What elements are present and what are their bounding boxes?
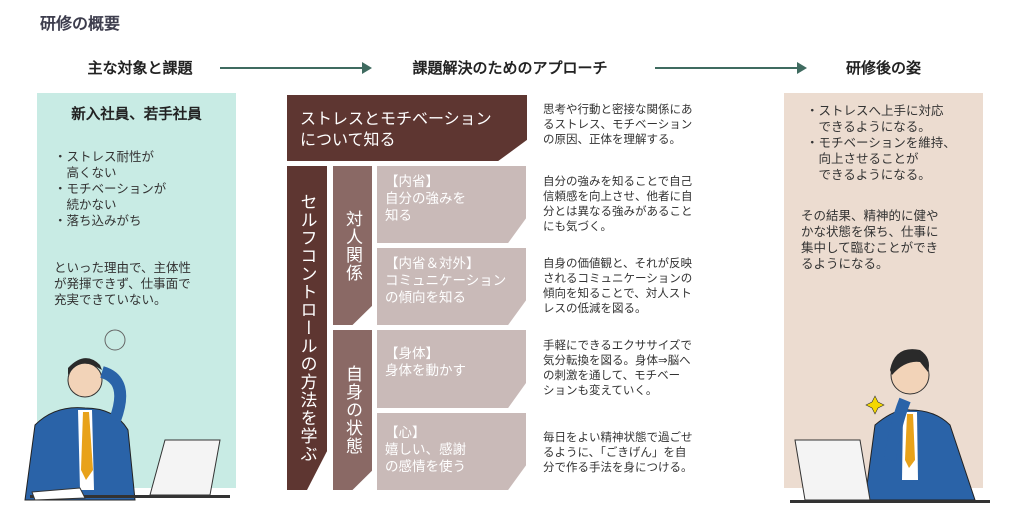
group-label: 自身の状態 bbox=[342, 365, 362, 455]
method-box: 【内省＆対外】 コミュニケーション の傾向を知る bbox=[377, 248, 526, 325]
method-label: 【内省＆対外】 コミュニケーション の傾向を知る bbox=[385, 256, 507, 306]
method-box: 【身体】 身体を動かす bbox=[377, 330, 526, 408]
method-description: 自分の強みを知ることで自己 信頼感を向上させ、他者に自 分とは異なる強みがあるこ… bbox=[543, 174, 693, 233]
method-description: 手軽にできるエクササイズで 気分転換を図る。身体⇒脳へ の刺激を通して、モチベー… bbox=[543, 338, 692, 397]
self-control-label: セルフコントロールの方法を学ぶ bbox=[296, 193, 317, 463]
page-title: 研修の概要 bbox=[40, 14, 121, 33]
group-interpersonal: 対人関係 bbox=[333, 166, 372, 325]
top-box-know-stress: ストレスとモチベーション について知る bbox=[287, 95, 527, 161]
stressed-worker-illustration bbox=[24, 329, 230, 501]
method-box: 【心】 嬉しい、感謝 の感情を使う bbox=[377, 413, 526, 490]
method-label: 【身体】 身体を動かす bbox=[385, 346, 466, 379]
method-description: 自身の価値観と、それが反映 されるコミュニケーションの 傾向を知ることで、対人ス… bbox=[543, 256, 693, 315]
group-label: 対人関係 bbox=[342, 209, 362, 282]
method-label: 【心】 嬉しい、感謝 の感情を使う bbox=[385, 425, 466, 475]
target-heading: 新入社員、若手社員 bbox=[71, 107, 202, 123]
self-control-bar: セルフコントロールの方法を学ぶ bbox=[287, 166, 327, 490]
top-box-label: ストレスとモチベーション について知る bbox=[300, 109, 492, 149]
sparkle-icon bbox=[865, 395, 885, 415]
method-box: 【内省】 自分の強みを 知る bbox=[377, 166, 526, 243]
target-summary: といった理由で、主体性 が発揮できず、仕事面で 充実できていない。 bbox=[54, 260, 192, 307]
group-self-state: 自身の状態 bbox=[333, 330, 372, 490]
method-label: 【内省】 自分の強みを 知る bbox=[385, 174, 466, 224]
after-bullets: ・ストレスへ上手に対応 できるようになる。 ・モチベーションを維持、 向上させる… bbox=[806, 103, 956, 182]
header-target: 主な対象と課題 bbox=[87, 59, 193, 77]
top-description: 思考や行動と密接な関係にあ るストレス、モチベーション の原因、正体を理解する。 bbox=[543, 102, 693, 146]
confident-worker-illustration bbox=[790, 349, 990, 503]
arrow-icon bbox=[655, 62, 807, 74]
method-description: 毎日をよい精神状態で過ごせ るように、「ごきげん」を自 分で作る手法を身につける… bbox=[543, 430, 693, 474]
stress-scribble-icon bbox=[104, 329, 126, 351]
arrow-icon bbox=[220, 62, 372, 74]
header-after: 研修後の姿 bbox=[845, 59, 921, 77]
header-approach: 課題解決のためのアプローチ bbox=[412, 59, 608, 77]
after-summary: その結果、精神的に健や かな状態を保ち、仕事に 集中して臨むことができ るように… bbox=[801, 208, 939, 271]
target-bullets: ・ストレス耐性が 高くない ・モチベーションが 続かない ・落ち込みがち bbox=[54, 149, 167, 228]
